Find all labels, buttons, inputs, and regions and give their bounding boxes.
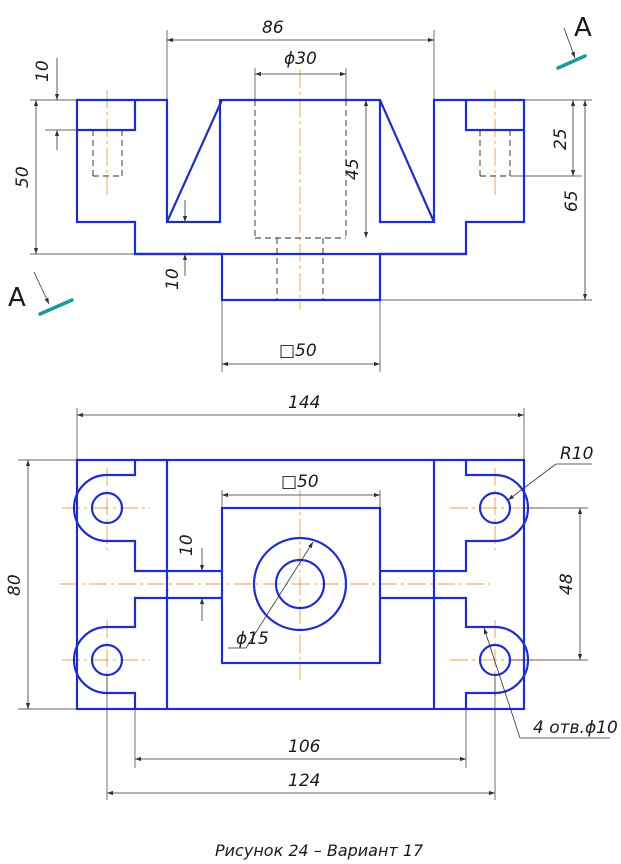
dim-10-base-label: 10 xyxy=(163,268,183,290)
front-right-taper xyxy=(378,99,436,223)
top-left-upper-lug xyxy=(72,460,167,573)
dim-10-rib-label: 10 xyxy=(177,534,197,556)
boss-outer-circle xyxy=(252,536,348,632)
boss-inner-circle xyxy=(274,558,326,610)
section-label-top: A xyxy=(574,13,592,43)
hole-top-right-icon xyxy=(478,491,512,525)
dim-86-label: 86 xyxy=(262,18,284,38)
front-right-counterbore xyxy=(464,100,524,132)
dim-square50-front-label: □50 xyxy=(279,341,317,361)
dim-106-label: 106 xyxy=(288,737,321,757)
dim-124-label: 124 xyxy=(288,771,320,791)
dim-line-r10 xyxy=(507,463,557,501)
hole-top-left-icon xyxy=(90,491,124,525)
section-marker-bottom: A xyxy=(8,271,74,316)
dim-phi15-label: ϕ15 xyxy=(236,629,269,649)
top-outer-rect xyxy=(75,458,526,711)
dim-r10-label: R10 xyxy=(560,444,593,464)
top-left-lower-lug xyxy=(72,596,167,709)
top-right-lower-lug xyxy=(434,596,530,709)
dim-line-phi15 xyxy=(245,541,314,649)
dim-phi30-label: ϕ30 xyxy=(284,49,317,69)
dim-45-label: 45 xyxy=(343,158,363,180)
front-view: 86 ϕ30 10 50 45 25 65 10 xyxy=(8,13,592,372)
top-view: 144 80 □50 R10 48 10 ϕ15 4 отв.ϕ10 xyxy=(5,393,618,800)
holes-note-label: 4 отв.ϕ10 xyxy=(533,718,618,738)
dim-square50-top-label: □50 xyxy=(281,472,319,492)
section-marker-top: A xyxy=(556,13,592,70)
dim-144-label: 144 xyxy=(288,393,320,413)
top-right-upper-lug xyxy=(434,460,530,573)
dim-10-top-label: 10 xyxy=(33,60,53,82)
dim-80-label: 80 xyxy=(5,574,25,596)
front-left-counterbore xyxy=(77,100,137,132)
front-left-taper xyxy=(165,99,224,223)
front-outer-contour xyxy=(75,98,526,302)
dim-50-label: 50 xyxy=(13,166,33,188)
front-hidden-lines xyxy=(92,100,511,300)
dim-25-label: 25 xyxy=(551,128,571,150)
section-label-bottom: A xyxy=(8,283,26,313)
figure-caption: Рисунок 24 – Вариант 17 xyxy=(215,841,424,860)
top-boss-square xyxy=(220,506,382,665)
dim-line-holes-note xyxy=(483,627,521,739)
dim-65-label: 65 xyxy=(562,190,582,212)
dim-48-label: 48 xyxy=(557,573,577,595)
